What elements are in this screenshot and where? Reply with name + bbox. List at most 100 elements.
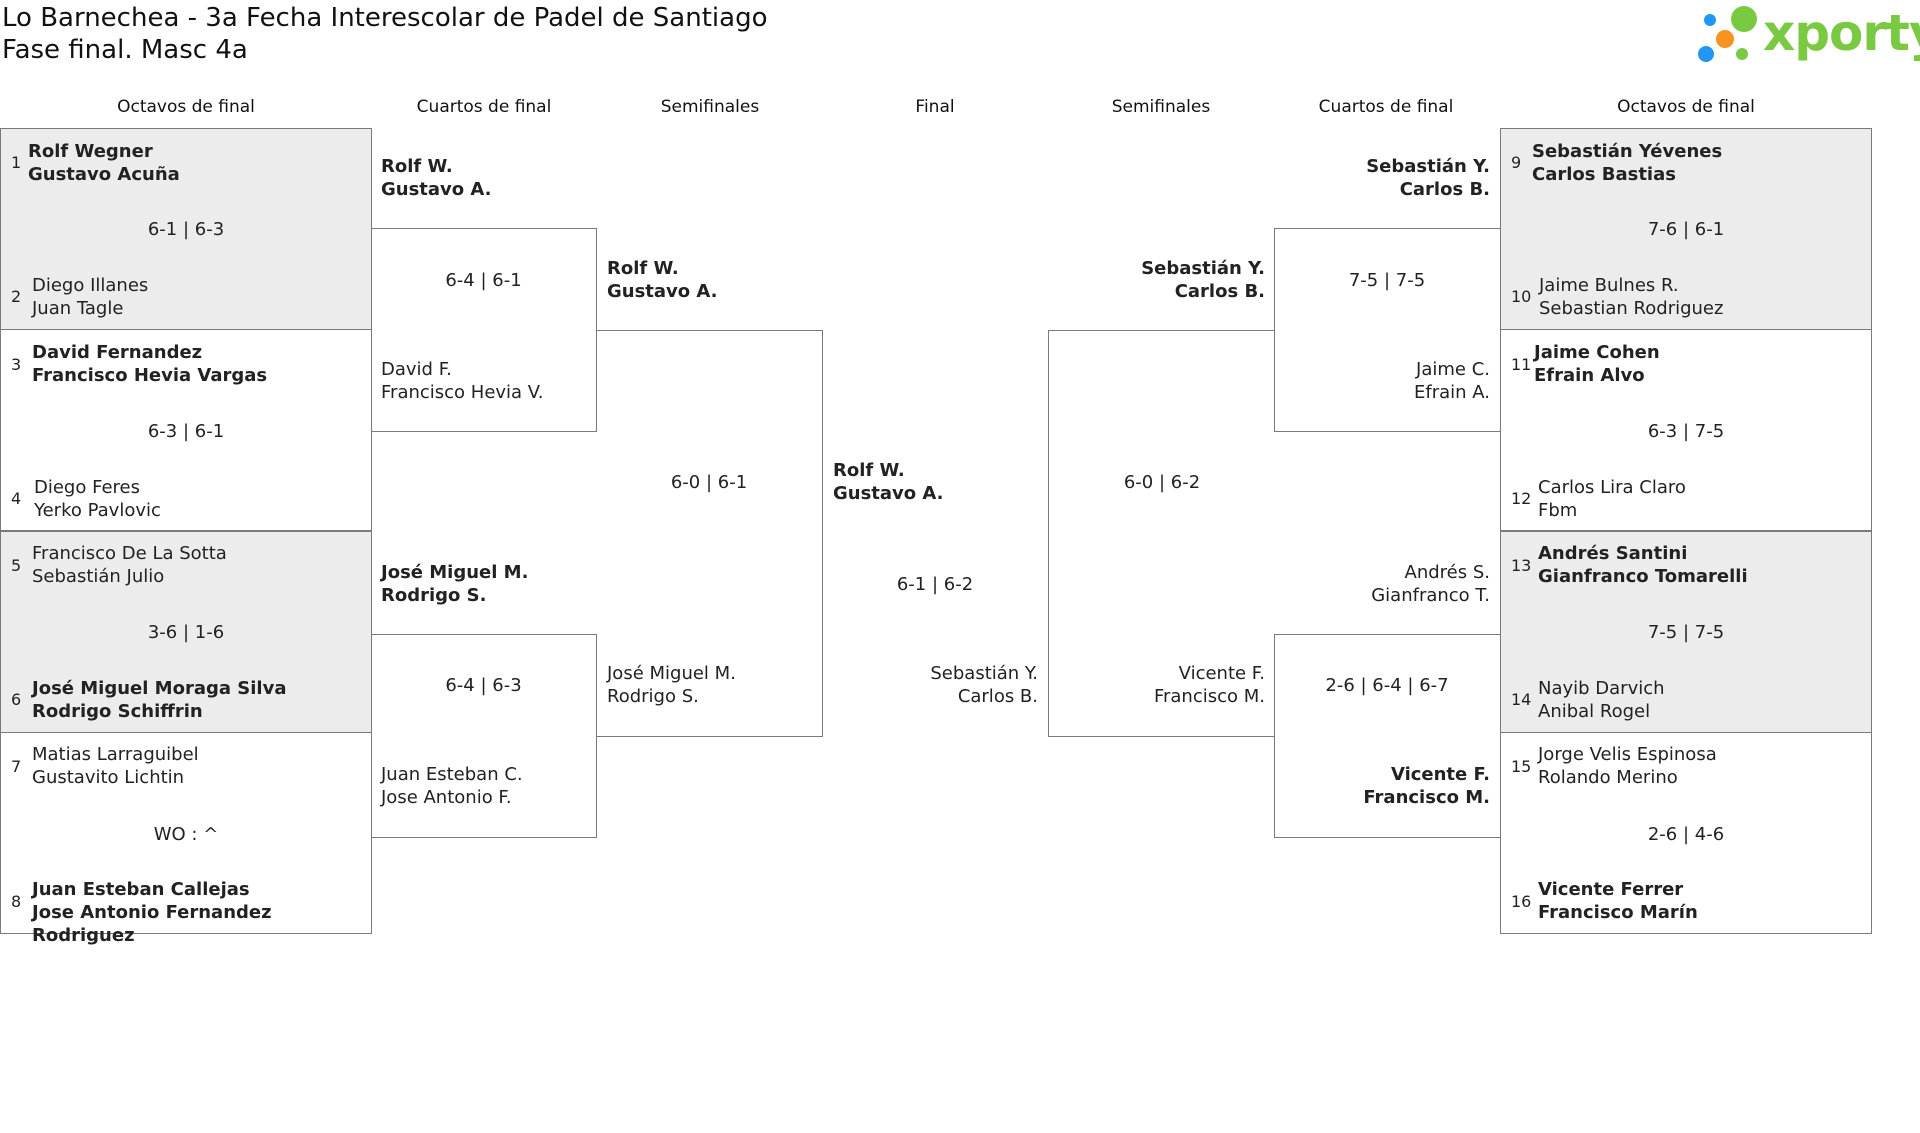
player-name: Fbm [1538, 500, 1578, 521]
player-name: Sebastián Yévenes [1532, 141, 1723, 162]
player-name: Carlos B. [957, 686, 1038, 707]
player-name: Juan Esteban Callejas [32, 879, 250, 900]
final-score: 6-1 | 6-2 [896, 574, 974, 595]
player-name: Carlos B. [1174, 281, 1265, 302]
seed-number: 15 [1511, 757, 1532, 776]
seed-number: 5 [11, 556, 22, 575]
left-sf-score: 6-0 | 6-1 [670, 472, 748, 493]
team-names: José Miguel Moraga Silva Rodrigo Schiffr… [32, 677, 286, 723]
player-name: Francisco Hevia V. [381, 382, 544, 403]
player-name: Rodrigo Schiffrin [32, 701, 203, 722]
player-name: Gianfranco Tomarelli [1538, 566, 1748, 587]
match-score: WO : ^ [153, 824, 219, 845]
left-r16-match-4[interactable]: 7 Matias Larraguibel Gustavito Lichtin W… [0, 732, 372, 946]
player-name: Francisco Hevia Vargas [32, 365, 268, 386]
match-score: 6-1 | 6-3 [147, 219, 225, 240]
player-name: Yerko Pavlovic [34, 500, 161, 521]
seed-number: 11 [1511, 355, 1532, 374]
player-name: David F. [381, 359, 452, 380]
header-right-r16: Octavos de final [1617, 97, 1755, 117]
seed-number: 9 [1511, 153, 1522, 172]
player-name: Francisco Marín [1538, 902, 1698, 923]
player-name: José Miguel M. [381, 562, 529, 583]
player-name: Vicente F. [1178, 663, 1265, 684]
player-name: Andrés Santini [1538, 543, 1688, 564]
right-qf-2-team-b: Vicente F. Francisco M. [1285, 763, 1490, 809]
player-name: Sebastián Y. [1141, 258, 1265, 279]
player-name: Gianfranco T. [1371, 585, 1490, 606]
player-name: Vicente F. [1390, 764, 1490, 785]
right-qf-1-connector[interactable] [1274, 228, 1501, 432]
right-r16-match-2[interactable]: 11 Jaime Cohen Efrain Alvo 6-3 | 7-5 12 … [1500, 329, 1872, 531]
right-sf-team-a: Sebastián Y. Carlos B. [1060, 257, 1265, 303]
seed-number: 2 [11, 287, 22, 306]
player-name: Francisco M. [1363, 787, 1490, 808]
title-line-1: Lo Barnechea - 3a Fecha Interescolar de … [2, 3, 768, 33]
player-name: Jose Antonio F. [381, 787, 512, 808]
logo-dot-green [1731, 6, 1757, 32]
logo-text: xporty [1763, 4, 1920, 62]
player-name: Sebastián Julio [32, 566, 165, 587]
right-sf-score: 6-0 | 6-2 [1123, 472, 1201, 493]
header-right-sf: Semifinales [1111, 97, 1211, 117]
team-names: Nayib Darvich Anibal Rogel [1538, 677, 1665, 723]
final-team-a: Rolf W. Gustavo A. [833, 459, 944, 505]
right-qf-2-connector[interactable] [1274, 634, 1501, 838]
left-r16-match-2[interactable]: 3 David Fernandez Francisco Hevia Vargas… [0, 329, 372, 531]
right-sf-team-b: Vicente F. Francisco M. [1060, 662, 1265, 708]
left-r16-match-1[interactable]: 1 Rolf Wegner Gustavo Acuña 6-1 | 6-3 2 … [0, 128, 372, 330]
player-name: Rolf W. [833, 460, 905, 481]
team-names: Francisco De La Sotta Sebastián Julio [32, 542, 227, 588]
right-qf-1-team-a: Sebastián Y. Carlos B. [1285, 155, 1490, 201]
player-name: Rolf W. [381, 156, 453, 177]
match-score: 7-6 | 6-1 [1647, 219, 1725, 240]
player-name: Efrain A. [1414, 382, 1490, 403]
player-name: Gustavo A. [833, 483, 944, 504]
right-r16-match-1[interactable]: 9 Sebastián Yévenes Carlos Bastias 7-6 |… [1500, 128, 1872, 330]
xporty-logo[interactable]: xporty [1698, 4, 1920, 70]
left-sf-connector[interactable] [596, 330, 823, 737]
header-left-r16: Octavos de final [117, 97, 255, 117]
player-name: José Miguel Moraga Silva [32, 678, 287, 699]
right-sf-connector[interactable] [1048, 330, 1275, 737]
player-name: Rodrigo S. [381, 585, 487, 606]
logo-dot-green-small [1736, 48, 1748, 60]
player-name: Nayib Darvich [1538, 678, 1665, 699]
player-name: Jaime Cohen [1534, 342, 1660, 363]
right-qf-1-score: 7-5 | 7-5 [1348, 270, 1426, 291]
seed-number: 7 [11, 757, 22, 776]
header-right-qf: Cuartos de final [1318, 97, 1454, 117]
left-r16-match-3[interactable]: 5 Francisco De La Sotta Sebastián Julio … [0, 531, 372, 733]
right-r16-match-4[interactable]: 15 Jorge Velis Espinosa Rolando Merino 2… [1500, 732, 1872, 934]
match-score: 3-6 | 1-6 [147, 622, 225, 643]
right-r16-match-3[interactable]: 13 Andrés Santini Gianfranco Tomarelli 7… [1500, 531, 1872, 733]
player-name: Francisco M. [1153, 686, 1265, 707]
team-names: Vicente Ferrer Francisco Marín [1538, 878, 1698, 924]
player-name: Jaime Bulnes R. [1539, 275, 1679, 296]
team-names: Andrés Santini Gianfranco Tomarelli [1538, 542, 1748, 588]
player-name: José Miguel M. [607, 663, 736, 684]
seed-number: 1 [11, 153, 22, 172]
team-names: Carlos Lira Claro Fbm [1538, 476, 1686, 522]
seed-number: 4 [11, 489, 22, 508]
team-names: Rolf Wegner Gustavo Acuña [28, 140, 180, 186]
left-qf-1-score: 6-4 | 6-1 [445, 270, 522, 291]
player-name: Sebastián Y. [930, 663, 1038, 684]
team-names: Jaime Bulnes R. Sebastian Rodriguez [1539, 274, 1723, 320]
seed-number: 13 [1511, 556, 1532, 575]
left-sf-team-b: José Miguel M. Rodrigo S. [607, 662, 736, 708]
title-line-2: Fase final. Masc 4a [2, 35, 248, 65]
logo-dot-blue-top [1704, 14, 1716, 26]
player-name: Juan Tagle [32, 298, 124, 319]
team-names: Diego Illanes Juan Tagle [32, 274, 148, 320]
match-score: 6-3 | 6-1 [147, 421, 225, 442]
team-names: Diego Feres Yerko Pavlovic [34, 476, 161, 522]
player-name: Jorge Velis Espinosa [1538, 744, 1717, 765]
player-name: Juan Esteban C. [381, 764, 523, 785]
right-qf-2-score: 2-6 | 6-4 | 6-7 [1325, 675, 1449, 696]
left-sf-team-a: Rolf W. Gustavo A. [607, 257, 718, 303]
player-name: Rodrigo S. [607, 686, 699, 707]
player-name: Carlos Bastias [1532, 164, 1676, 185]
player-name: Jose Antonio Fernandez Rodriguez [32, 902, 272, 946]
seed-number: 16 [1511, 892, 1532, 911]
